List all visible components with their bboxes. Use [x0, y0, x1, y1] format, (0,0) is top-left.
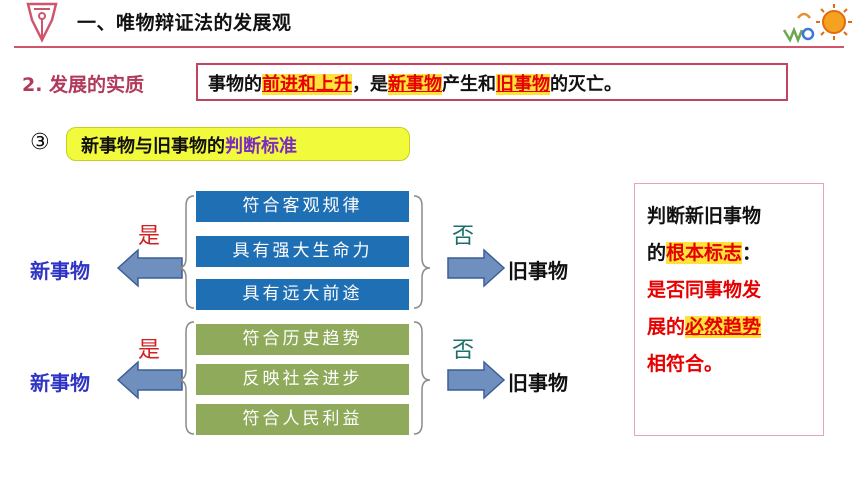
definition-part: 事物的 — [208, 74, 262, 95]
left-brace — [177, 321, 195, 435]
header-divider — [14, 46, 844, 48]
criteria-box: 反映社会进步 — [196, 364, 409, 395]
definition-highlight: 新事物 — [388, 74, 442, 95]
no-label: 否 — [452, 338, 475, 363]
panel-text: 的 — [647, 242, 667, 264]
new-thing-label: 新事物 — [30, 259, 90, 283]
criteria-box: 具有强大生命力 — [196, 236, 409, 267]
criteria-box: 具有远大前途 — [196, 279, 409, 310]
panel-line: 展的必然趋势 — [647, 309, 811, 346]
criteria-heading: 新事物与旧事物的判断标准 — [66, 127, 410, 161]
panel-line: 的根本标志： — [647, 235, 811, 272]
panel-text: 展的 — [647, 316, 686, 338]
definition-part: 产生和 — [442, 74, 496, 95]
right-arrow-icon — [447, 248, 506, 288]
right-brace — [413, 321, 431, 435]
old-thing-label: 旧事物 — [508, 371, 568, 395]
panel-line: 是否同事物发 — [647, 279, 762, 301]
item-number: ③ — [30, 130, 50, 155]
section-label: 2. 发展的实质 — [22, 74, 145, 96]
definition-highlight: 旧事物 — [496, 74, 550, 95]
criteria-box: 符合人民利益 — [196, 404, 409, 435]
conclusion-panel: 判断新旧事物 的根本标志： 是否同事物发 展的必然趋势 相符合。 — [634, 183, 824, 436]
definition-box: 事物的前进和上升，是新事物产生和旧事物的灭亡。 — [196, 63, 788, 101]
panel-highlight: 根本标志 — [666, 242, 743, 264]
definition-part: 的灭亡。 — [550, 74, 622, 95]
left-arrow-icon — [116, 360, 183, 400]
new-thing-label: 新事物 — [30, 371, 90, 395]
criteria-box: 符合历史趋势 — [196, 324, 409, 355]
left-brace — [177, 195, 195, 309]
panel-line: 相符合。 — [647, 353, 724, 375]
page-title: 一、唯物辩证法的发展观 — [77, 12, 292, 34]
yes-label: 是 — [138, 338, 161, 363]
old-thing-label: 旧事物 — [508, 259, 568, 283]
right-arrow-icon — [447, 360, 506, 400]
criteria-title-highlight: 判断标准 — [225, 136, 297, 157]
yes-label: 是 — [138, 224, 161, 249]
pen-nib-icon — [26, 2, 58, 43]
left-arrow-icon — [116, 248, 183, 288]
panel-highlight: 必然趋势 — [685, 316, 762, 338]
definition-highlight: 前进和上升 — [262, 74, 352, 95]
panel-line: 判断新旧事物 — [647, 205, 762, 227]
definition-part: ，是 — [352, 74, 388, 95]
panel-text: ： — [742, 242, 762, 264]
criteria-box: 符合客观规律 — [196, 191, 409, 222]
criteria-title: 新事物与旧事物的 — [81, 136, 225, 157]
right-brace — [413, 195, 431, 309]
sun-decoration-icon — [782, 4, 852, 44]
no-label: 否 — [452, 224, 475, 249]
